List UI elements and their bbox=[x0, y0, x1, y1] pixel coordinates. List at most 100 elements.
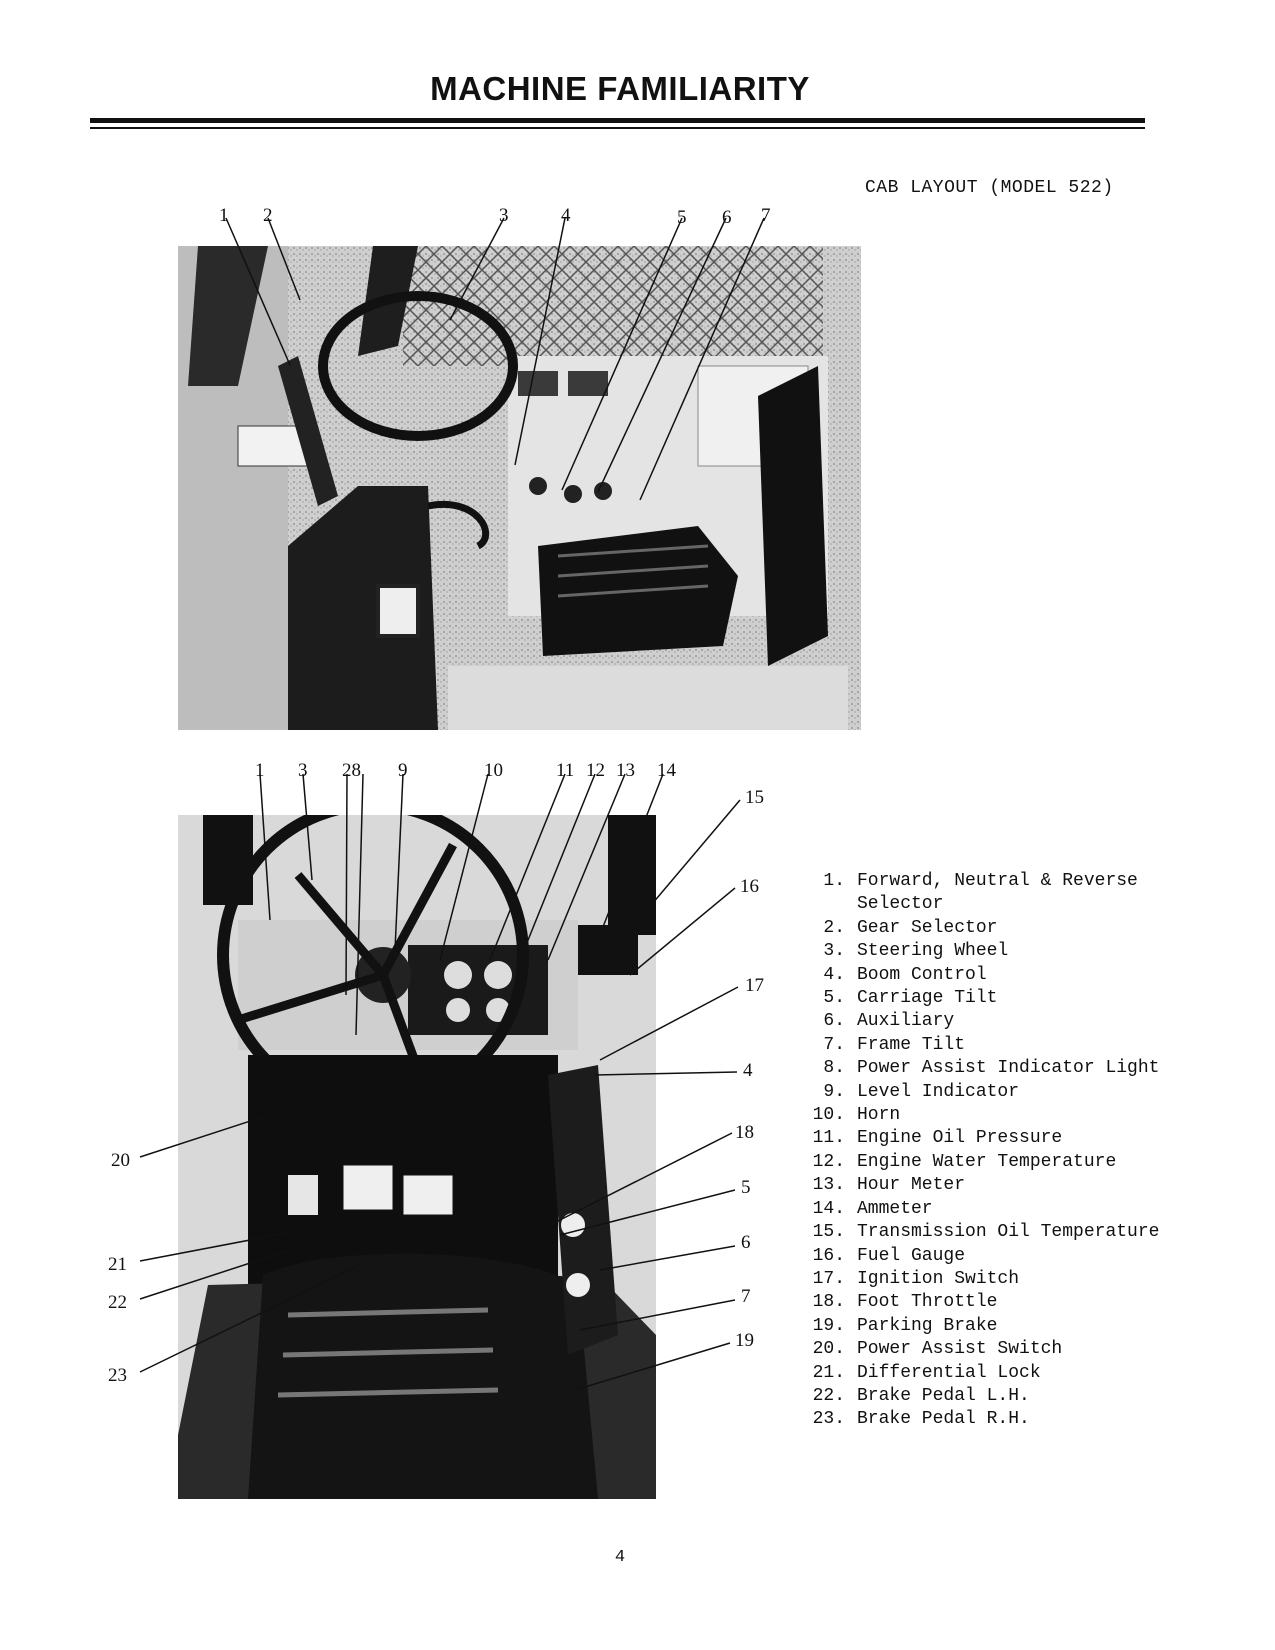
bottom-callout-17: 17 bbox=[745, 975, 764, 996]
legend-item-label: Boom Control bbox=[857, 964, 987, 985]
legend-item: 20. Power Assist Switch bbox=[797, 1338, 1197, 1361]
legend-item-label: Steering Wheel bbox=[857, 941, 1009, 962]
legend-item: 22. Brake Pedal L.H. bbox=[797, 1385, 1197, 1408]
legend-item-label: Power Assist Switch bbox=[857, 1339, 1063, 1360]
legend-item: 3. Steering Wheel bbox=[797, 940, 1197, 963]
bottom-callout-15: 15 bbox=[745, 787, 764, 808]
figure-caption: CAB LAYOUT (MODEL 522) bbox=[865, 178, 1114, 198]
legend-item-label: Gear Selector bbox=[857, 917, 998, 938]
bottom-callout-28: 28 bbox=[342, 760, 361, 781]
legend-item-number: 23. bbox=[812, 1409, 845, 1430]
bottom-callout-21: 21 bbox=[108, 1254, 127, 1275]
cab-photo-top bbox=[178, 246, 861, 730]
legend-item-label: Fuel Gauge bbox=[857, 1245, 966, 1266]
top-callout-6: 6 bbox=[722, 207, 732, 228]
legend-item-number: 2. bbox=[823, 917, 845, 938]
legend-item: 4. Boom Control bbox=[797, 964, 1197, 987]
legend-item-number: 1. bbox=[823, 871, 845, 891]
legend-item: 9. Level Indicator bbox=[797, 1081, 1197, 1104]
bottom-callout-14: 14 bbox=[657, 760, 676, 781]
legend-item-number: 16. bbox=[812, 1245, 845, 1266]
legend-item: 18.Foot Throttle bbox=[797, 1291, 1197, 1314]
legend-item: 10. Horn bbox=[797, 1104, 1197, 1127]
legend-item-label: Ignition Switch bbox=[857, 1268, 1020, 1289]
cab-photo-bottom bbox=[178, 815, 656, 1499]
title-rule-thin bbox=[90, 127, 1145, 129]
legend-item-label: Engine Oil Pressure bbox=[857, 1128, 1063, 1149]
legend-item-label: Auxiliary bbox=[857, 1011, 955, 1032]
legend-item-label: Ammeter bbox=[857, 1198, 933, 1219]
legend-item: 1. Forward, Neutral & Reverse bbox=[797, 870, 1197, 893]
bottom-callout-5: 5 bbox=[741, 1177, 751, 1198]
page-title: MACHINE FAMILIARITY bbox=[430, 70, 810, 107]
legend-item-number: 22. bbox=[812, 1385, 845, 1406]
legend-item: 19. Parking Brake bbox=[797, 1315, 1197, 1338]
bottom-callout-20: 20 bbox=[111, 1150, 130, 1171]
legend-item-number: 5. bbox=[823, 988, 845, 1009]
legend-item-label: Horn bbox=[857, 1105, 901, 1126]
bottom-callout-6: 6 bbox=[741, 1232, 751, 1253]
bottom-callout-18: 18 bbox=[735, 1122, 754, 1143]
legend-item-label: Parking Brake bbox=[857, 1315, 998, 1336]
page-number: 4 bbox=[614, 1548, 626, 1567]
legend-item: 21. Differential Lock bbox=[797, 1362, 1197, 1385]
top-callout-2: 2 bbox=[263, 205, 273, 226]
legend-item-number: 9. bbox=[823, 1081, 845, 1102]
legend-item: 6. Auxiliary bbox=[797, 1010, 1197, 1033]
top-callout-7: 7 bbox=[761, 205, 771, 226]
legend-item-label: Selector bbox=[857, 894, 944, 915]
legend-item-number: 20. bbox=[812, 1339, 845, 1360]
legend-item: 16. Fuel Gauge bbox=[797, 1245, 1197, 1268]
legend-item-number: 18. bbox=[812, 1292, 845, 1313]
legend-item-number: 7. bbox=[823, 1034, 845, 1055]
top-callout-1: 1 bbox=[219, 205, 229, 226]
legend-item-number: 21. bbox=[812, 1362, 845, 1383]
legend-item: 12. Engine Water Temperature bbox=[797, 1151, 1197, 1174]
legend-item-label: Forward, Neutral & Reverse bbox=[857, 871, 1138, 891]
legend-item: 23.Brake Pedal R.H. bbox=[797, 1408, 1197, 1431]
bottom-callout-4: 4 bbox=[743, 1060, 753, 1081]
bottom-callout-13: 13 bbox=[616, 760, 635, 781]
legend-item-label: Level Indicator bbox=[857, 1081, 1020, 1102]
legend-item: 11. Engine Oil Pressure bbox=[797, 1127, 1197, 1150]
legend-item: 14. Ammeter bbox=[797, 1198, 1197, 1221]
legend-item-number: 11. bbox=[812, 1128, 845, 1149]
top-callout-5: 5 bbox=[677, 207, 687, 228]
legend-item: 13. Hour Meter bbox=[797, 1174, 1197, 1197]
bottom-callout-22: 22 bbox=[108, 1292, 127, 1313]
bottom-callout-7: 7 bbox=[741, 1286, 751, 1307]
legend-item-number: 13. bbox=[812, 1175, 845, 1196]
legend-item-label: Hour Meter bbox=[857, 1175, 966, 1196]
bottom-callout-10: 10 bbox=[484, 760, 503, 781]
title-rule-thick bbox=[90, 118, 1145, 123]
legend-item-number: 3. bbox=[823, 941, 845, 962]
legend-item: 5. Carriage Tilt bbox=[797, 987, 1197, 1010]
bottom-callout-3: 3 bbox=[298, 760, 308, 781]
legend-item-number: 12. bbox=[812, 1151, 845, 1172]
cab-photo-bottom-illustration bbox=[178, 815, 656, 1499]
bottom-callout-11: 11 bbox=[556, 760, 575, 781]
legend-item-label: Frame Tilt bbox=[857, 1034, 966, 1055]
legend-item-label: Power Assist Indicator Light bbox=[857, 1058, 1160, 1079]
legend-item-label: Engine Water Temperature bbox=[857, 1151, 1117, 1172]
bottom-callout-9: 9 bbox=[398, 760, 408, 781]
legend-item-number: 17. bbox=[812, 1268, 845, 1289]
bottom-callout-1: 1 bbox=[255, 760, 265, 781]
legend-item-number: 19. bbox=[812, 1315, 845, 1336]
bottom-callout-16: 16 bbox=[740, 876, 759, 897]
top-callout-3: 3 bbox=[499, 205, 509, 226]
legend-item-number: 4. bbox=[823, 964, 845, 985]
legend-item-label: Brake Pedal L.H. bbox=[857, 1385, 1030, 1406]
legend-item-number bbox=[797, 893, 857, 916]
legend-item: Selector bbox=[797, 893, 1197, 916]
legend-item-label: Differential Lock bbox=[857, 1362, 1041, 1383]
legend-item: 7. Frame Tilt bbox=[797, 1034, 1197, 1057]
legend-item-number: 14. bbox=[812, 1198, 845, 1219]
legend-item-number: 6. bbox=[823, 1011, 845, 1032]
legend-item: 8.Power Assist Indicator Light bbox=[797, 1057, 1197, 1080]
bottom-callout-23: 23 bbox=[108, 1365, 127, 1386]
legend-item-label: Carriage Tilt bbox=[857, 988, 998, 1009]
legend-item-number: 10. bbox=[812, 1105, 845, 1126]
